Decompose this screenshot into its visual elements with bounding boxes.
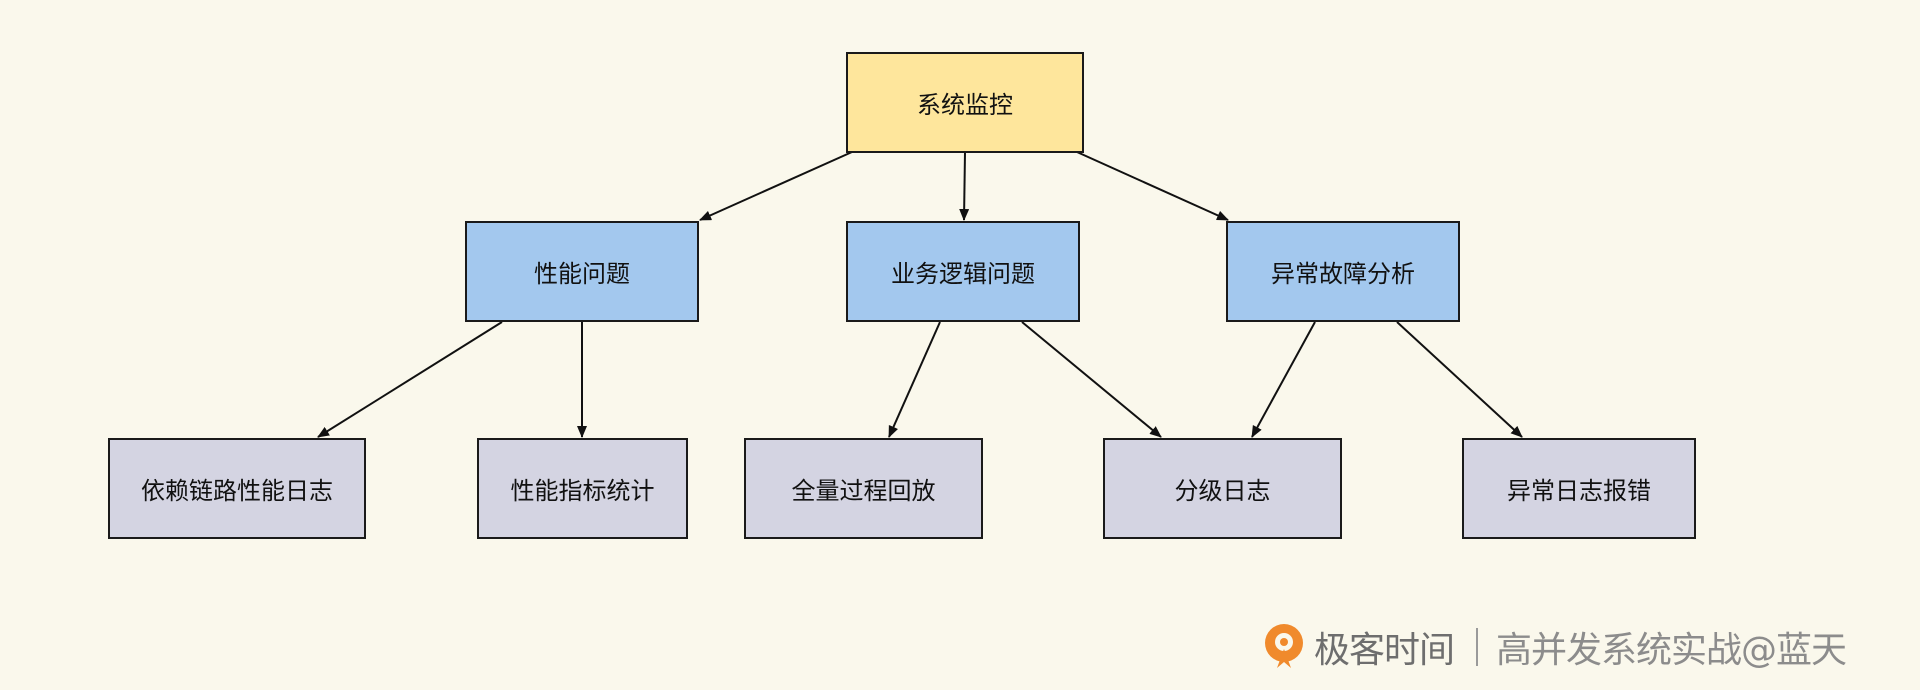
node-system-monitoring: 系统监控 bbox=[846, 52, 1084, 153]
watermark-separator bbox=[1476, 628, 1479, 666]
node-label: 依赖链路性能日志 bbox=[141, 477, 333, 505]
edge-exception-to-error-log bbox=[1396, 321, 1523, 438]
edge-exception-to-leveled-log bbox=[1251, 321, 1316, 438]
node-leveled-log: 分级日志 bbox=[1103, 438, 1342, 539]
edge-root-to-performance bbox=[699, 151, 853, 221]
geekbang-logo-icon bbox=[1265, 624, 1303, 668]
node-dependency-chain-performance-log: 依赖链路性能日志 bbox=[108, 438, 366, 539]
edge-performance-to-dependency-log bbox=[317, 321, 503, 438]
edge-root-to-exception bbox=[1076, 151, 1229, 221]
node-label: 业务逻辑问题 bbox=[891, 260, 1035, 288]
node-label: 全量过程回放 bbox=[791, 477, 936, 505]
node-business-logic-issues: 业务逻辑问题 bbox=[846, 221, 1080, 322]
node-performance-issues: 性能问题 bbox=[465, 221, 699, 322]
edge-root-to-business bbox=[959, 151, 970, 221]
node-label: 性能指标统计 bbox=[510, 477, 655, 505]
node-full-process-replay: 全量过程回放 bbox=[744, 438, 983, 539]
watermark: 极客时间 高并发系统实战@蓝天 bbox=[1262, 622, 1847, 672]
brand-name: 极客时间 bbox=[1314, 630, 1455, 671]
node-exception-analysis: 异常故障分析 bbox=[1226, 221, 1460, 322]
node-exception-error-log: 异常日志报错 bbox=[1462, 438, 1696, 539]
node-label: 分级日志 bbox=[1174, 477, 1271, 505]
course-title: 高并发系统实战@蓝天 bbox=[1496, 630, 1847, 671]
node-label: 异常故障分析 bbox=[1271, 260, 1415, 288]
edge-business-to-leveled-log bbox=[1021, 321, 1162, 438]
node-label: 异常日志报错 bbox=[1507, 477, 1651, 505]
edge-business-to-replay bbox=[888, 321, 941, 438]
node-performance-metrics: 性能指标统计 bbox=[477, 438, 688, 539]
node-label: 性能问题 bbox=[534, 260, 630, 288]
node-label: 系统监控 bbox=[917, 91, 1013, 119]
